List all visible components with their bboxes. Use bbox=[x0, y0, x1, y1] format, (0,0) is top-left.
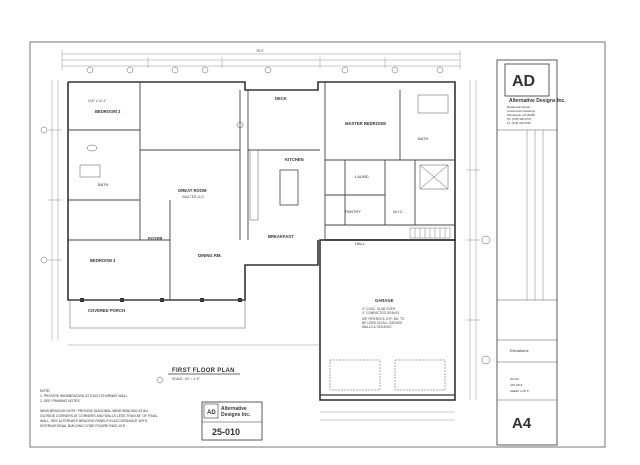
firm-line: Fx: (678) 445-0783 bbox=[507, 121, 531, 125]
firm-logo-icon bbox=[504, 63, 550, 97]
garage-note-line: BE USED ON ALL GARAGE bbox=[362, 321, 402, 325]
room-kitchen: KITCHEN bbox=[285, 157, 304, 162]
kitchen-island bbox=[279, 169, 299, 206]
room-bedroom2-dims: 11'6" x 12'-4" bbox=[88, 99, 106, 103]
garage-note-line: 4" COMPACTED GRAVEL bbox=[362, 311, 400, 315]
room-hall: HALL bbox=[355, 241, 366, 246]
stamp-logo: AD bbox=[207, 410, 216, 416]
side-dimensions bbox=[48, 80, 480, 400]
general-notes: NOTE: 1. PROVIDE WINDBRACING AT EACH STA… bbox=[40, 389, 128, 403]
plan-scale: SCALE: 1/4" = 1'-0" bbox=[172, 377, 200, 381]
overall-dimension: 78'-0" bbox=[256, 49, 264, 53]
sheet-date: JAN 2019 bbox=[510, 383, 523, 387]
room-master: MASTER BEDROOM bbox=[345, 121, 386, 126]
bracing-note: WIND BRACING NOTE: PROVIDE DIAGONAL WIND… bbox=[40, 409, 158, 428]
firm-name: Alternative Designs Inc. bbox=[509, 98, 566, 104]
bracing-note-line: INTERNATIONAL BUILDING CODE FIGURE R602.… bbox=[40, 424, 125, 428]
stamp-firm: Alternative bbox=[221, 406, 247, 412]
room-master-bath: BATH bbox=[418, 136, 428, 141]
firm-line: Residential Design bbox=[507, 105, 531, 109]
note-line: 1. PROVIDE WINDBRACING AT EACH STAIRWAY … bbox=[40, 394, 128, 398]
room-bedroom3: BEDROOM 3 bbox=[90, 258, 116, 263]
plan-title: FIRST FLOOR PLAN bbox=[172, 368, 235, 374]
firm-line: Construction Drawings bbox=[507, 109, 536, 113]
garage-doors bbox=[329, 359, 446, 391]
bracing-note-line: WIND BRACING NOTE: PROVIDE DIAGONAL WIND… bbox=[40, 409, 149, 413]
bottom-dimensions bbox=[68, 344, 455, 421]
bracing-note-line: WALL, SEE ALTERNATE BRACING PANELS IN AC… bbox=[40, 419, 148, 423]
grid-markers bbox=[40, 66, 491, 384]
stamp-number: 25-010 bbox=[212, 427, 240, 437]
note-line: 2. SEE FRAMING NOTES bbox=[40, 399, 80, 403]
room-labels: BEDROOM 2 11'6" x 12'-4" BEDROOM 3 BATH … bbox=[88, 96, 428, 313]
stamp-firm-2: Designs Inc. bbox=[221, 412, 251, 418]
room-laundry: LAUND. bbox=[355, 174, 370, 179]
firm-line: Ph: (678) 445-0776 bbox=[507, 117, 532, 121]
bath-fixtures bbox=[79, 94, 449, 190]
room-deck: DECK bbox=[275, 96, 287, 101]
room-wic: W.I.C. bbox=[393, 209, 404, 214]
sheet-border bbox=[29, 41, 606, 448]
garage-note-line: 4" CONC. SLAB OVER bbox=[362, 307, 396, 311]
garage-notes: 4" CONC. SLAB OVER 4" COMPACTED GRAVEL 5… bbox=[362, 307, 405, 329]
title-block: AD Alternative Designs Inc. Residential … bbox=[496, 59, 566, 446]
stairs bbox=[409, 227, 451, 239]
room-great-room: GREAT ROOM bbox=[178, 188, 207, 193]
stamp-logo-icon bbox=[203, 403, 219, 419]
room-garage: GARAGE bbox=[375, 298, 394, 303]
firm-stamp: AD Alternative Designs Inc. 25-010 bbox=[201, 401, 263, 441]
firm-logo: AD bbox=[512, 73, 535, 90]
note-line: NOTE: bbox=[40, 389, 50, 393]
garage-note-line: 5/8" FIREROCK GYP. BD. TO bbox=[362, 317, 405, 321]
job-number: 25-010 bbox=[510, 377, 519, 381]
room-dining: DINING RM. bbox=[198, 253, 222, 258]
sheet-label: A4 bbox=[512, 415, 532, 432]
room-great-room-sub: VAULTED CLG. bbox=[182, 195, 205, 199]
room-bath: BATH bbox=[98, 182, 108, 187]
garage-note-line: WALLS & CEILINGS bbox=[362, 325, 391, 329]
sheet-title: Elevations bbox=[510, 348, 528, 353]
exterior-walls bbox=[67, 81, 456, 401]
room-pantry: PANTRY bbox=[345, 209, 361, 214]
room-foyer: FOYER bbox=[148, 236, 162, 241]
firm-line: Woodstock, GA 30189 bbox=[507, 113, 535, 117]
room-porch: COVERED PORCH bbox=[88, 308, 125, 313]
porch-outline bbox=[69, 299, 246, 329]
bracing-note-line: OUTSIDE CORNERS AT CORNERS AND WALLS LES… bbox=[40, 414, 158, 418]
top-dimensions bbox=[61, 50, 461, 70]
sheet-count: SHEET 4 OF 8 bbox=[510, 389, 529, 393]
kitchen-counter bbox=[249, 149, 259, 221]
room-breakfast: BREAKFAST bbox=[268, 234, 294, 239]
interior-walls bbox=[68, 82, 455, 300]
room-bedroom2: BEDROOM 2 bbox=[95, 109, 121, 114]
